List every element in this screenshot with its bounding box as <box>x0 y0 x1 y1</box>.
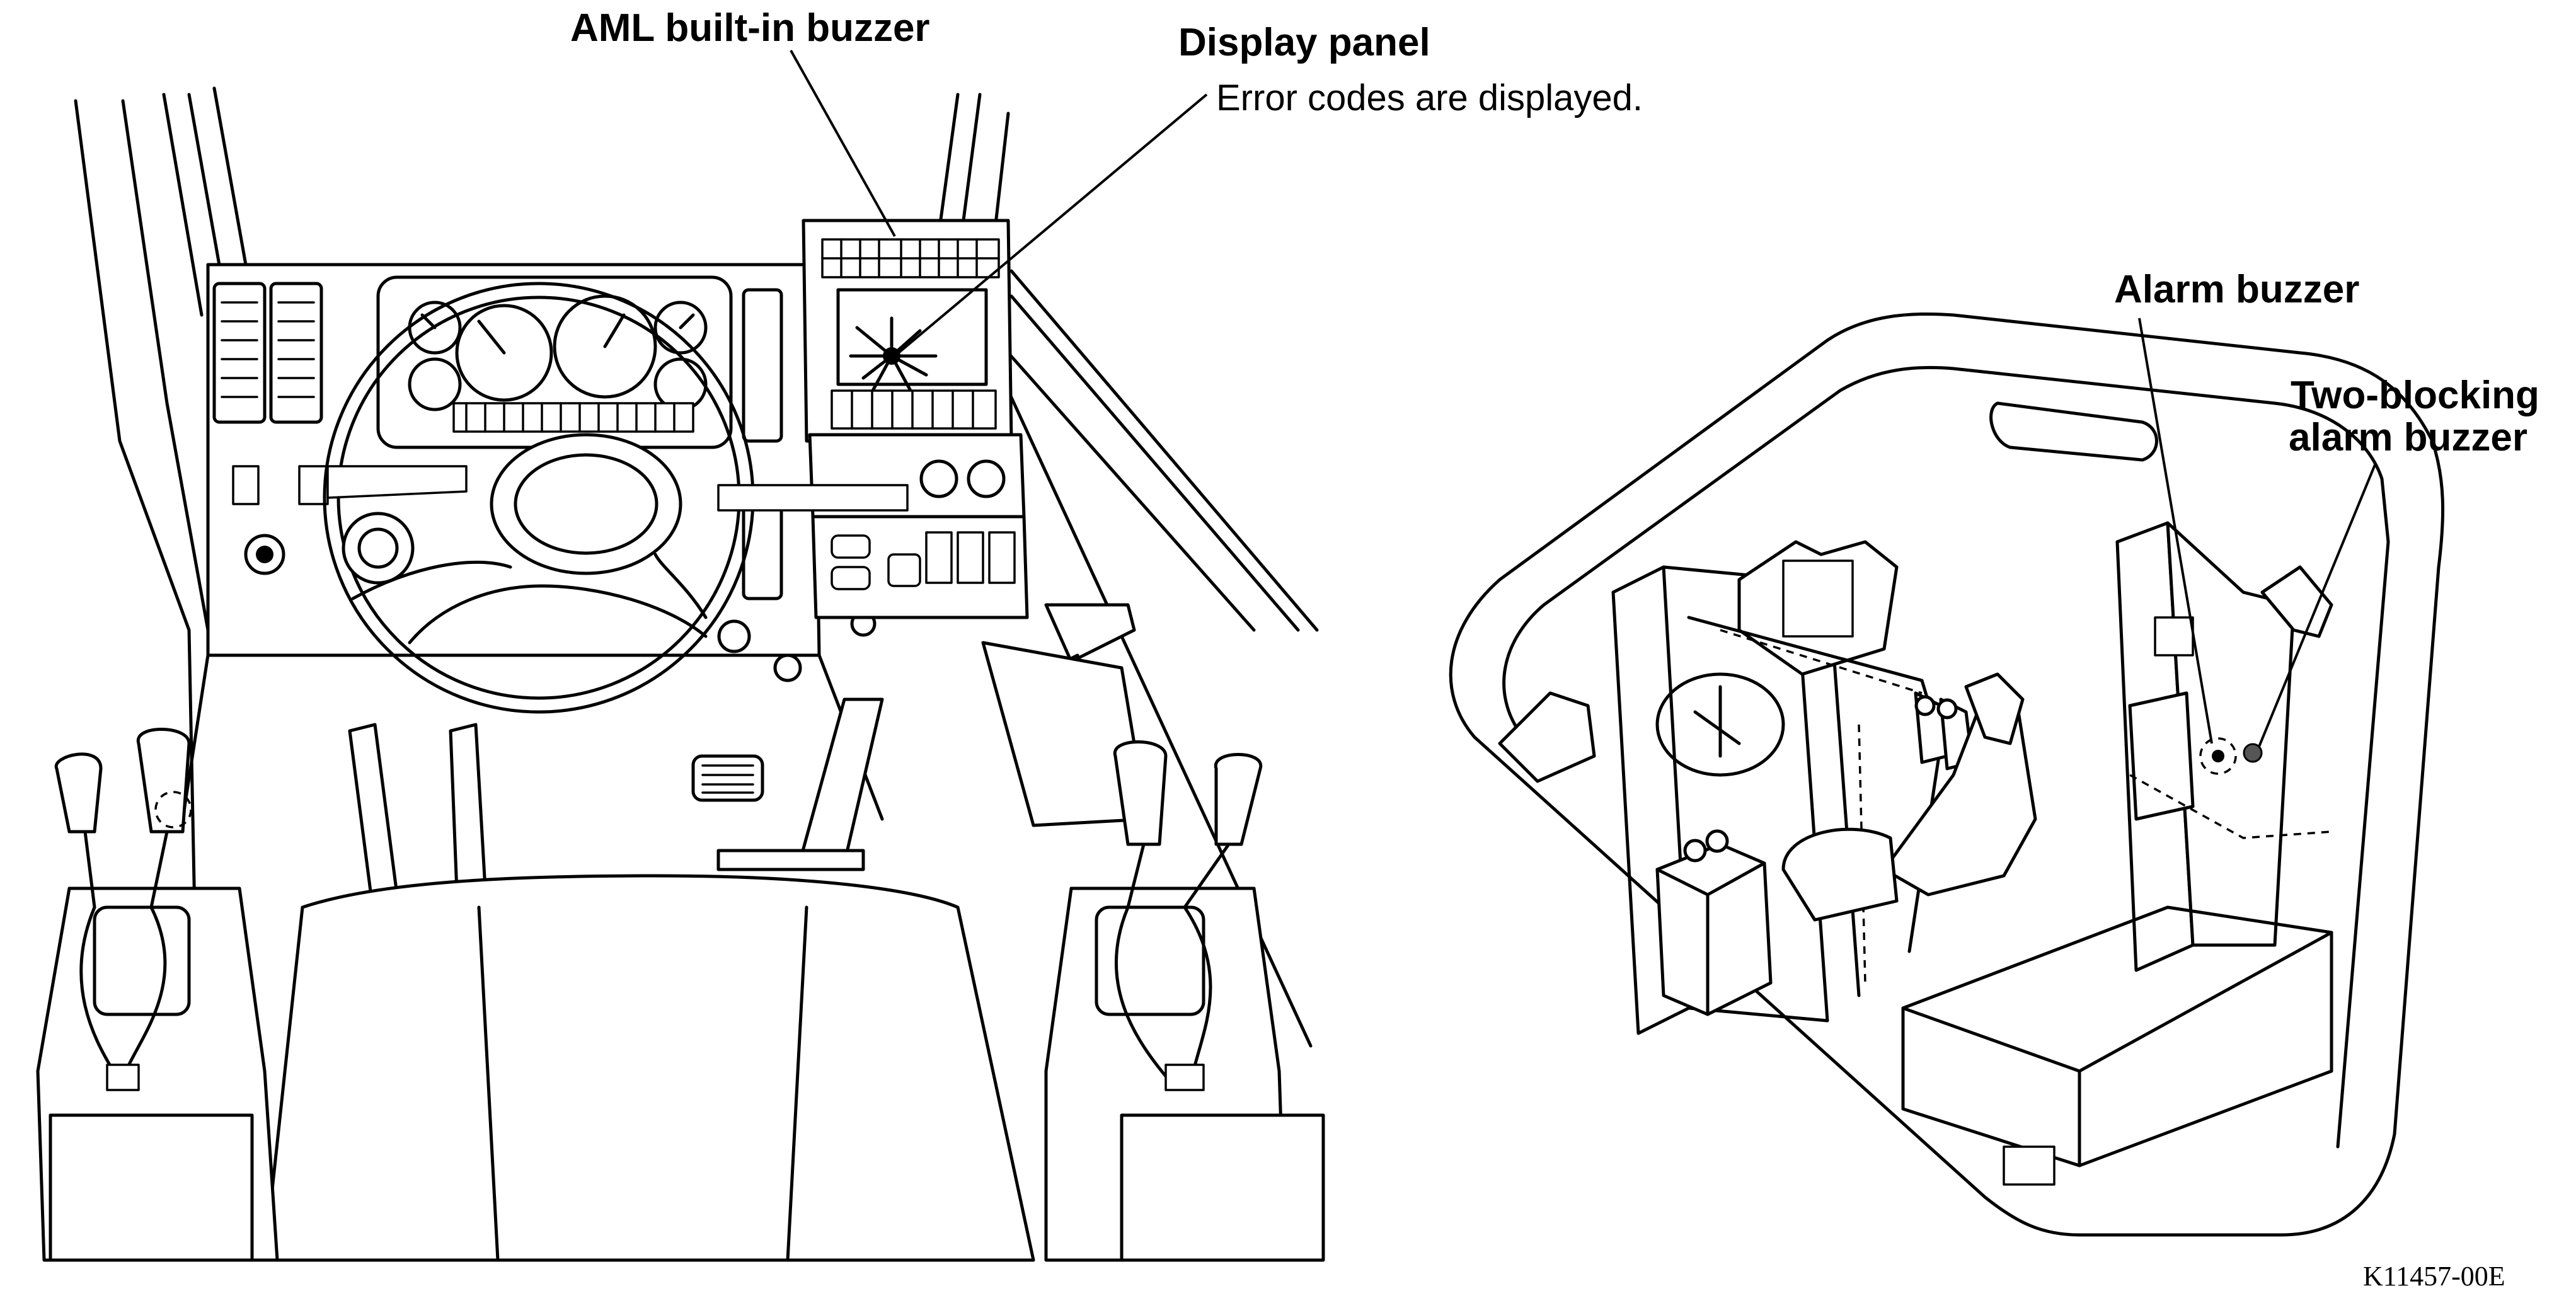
two-blocking-buzzer-icon <box>2243 743 2263 763</box>
label-two-blocking-line1: Two-blocking <box>2291 374 2539 417</box>
steering-wheel <box>323 282 909 714</box>
leader-two-blocking <box>2258 462 2377 747</box>
accelerator-pedal <box>798 697 884 865</box>
cab-interior-illustration <box>36 86 1325 1262</box>
floor-pedal-pad <box>691 754 764 802</box>
floor-hatch <box>2003 1145 2056 1186</box>
turn-signal-stalk <box>326 465 468 499</box>
leader-lines <box>790 50 2377 747</box>
cab-isometric-illustration <box>1449 312 2445 1237</box>
key-switch <box>342 512 415 585</box>
left-joystick-2 <box>136 728 191 834</box>
figure-id: K11457-00E <box>2363 1261 2505 1292</box>
right-joystick-1 <box>1113 740 1168 846</box>
control-knob-2 <box>967 459 1006 498</box>
panel-button-1 <box>831 534 871 559</box>
cab-shell <box>1449 312 2445 1237</box>
side-window <box>1498 691 1596 783</box>
vent-left-1 <box>212 282 267 424</box>
cabinet-panel <box>2154 616 2194 657</box>
label-aml-buzzer: AML built-in buzzer <box>570 6 930 50</box>
vent-left-2 <box>269 282 323 424</box>
alarm-buzzer-icon <box>2199 737 2237 775</box>
monitor-screen <box>1782 559 1854 638</box>
display-bottom-buttons <box>831 389 997 430</box>
dash-knob-2 <box>773 653 802 682</box>
floor-plate <box>716 849 865 871</box>
leader-aml-buzzer <box>790 50 896 237</box>
right-joystick-console <box>1044 740 1325 1262</box>
rocker-switch-1 <box>925 531 953 584</box>
control-knob-1 <box>919 459 958 498</box>
right-joystick-2 <box>1214 753 1263 846</box>
label-two-blocking-line2: alarm buzzer <box>2289 416 2527 459</box>
roof-hatch <box>1989 401 2158 462</box>
panel-button-2 <box>831 566 871 590</box>
leader-display-panel <box>894 93 1208 357</box>
left-joystick-1 <box>54 752 103 834</box>
gear-lever <box>981 603 1149 827</box>
label-alarm-buzzer: Alarm buzzer <box>2114 268 2359 311</box>
gauge-small-4 <box>653 357 708 411</box>
rocker-switch-3 <box>988 531 1016 584</box>
switch-left <box>232 465 260 505</box>
dash-knob-1 <box>717 619 751 653</box>
pedal-center <box>449 723 487 893</box>
gauge-small-2 <box>408 357 462 411</box>
left-joystick-console <box>36 728 279 1262</box>
leader-alarm-buzzer <box>2138 318 2213 744</box>
aml-buzzer-starburst <box>849 316 938 393</box>
display-panel-illustration <box>802 219 1029 619</box>
pedal-left <box>348 723 399 903</box>
wiper-stalk <box>717 484 909 512</box>
rocker-switch-2 <box>957 531 984 584</box>
label-display-panel: Display panel <box>1178 21 1430 64</box>
pedals <box>348 697 884 903</box>
operator-seat <box>263 874 1035 1262</box>
panel-button-3 <box>887 553 921 587</box>
indicator-strip <box>452 402 694 433</box>
label-display-panel-note: Error codes are displayed. <box>1216 77 1643 118</box>
vent-center-1 <box>742 288 783 443</box>
